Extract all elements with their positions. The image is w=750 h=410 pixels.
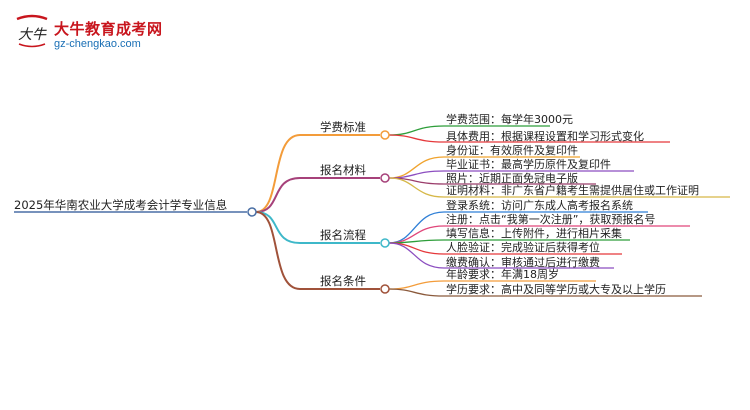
leaf-process-payment: 缴费确认：审核通过后进行缴费 <box>446 256 600 269</box>
logo-url: gz-chengkao.com <box>54 38 141 50</box>
branch-node-materials <box>380 173 390 183</box>
leaf-material-photo: 照片：近期正面免冠电子版 <box>446 172 578 185</box>
link-root-conditions <box>255 211 301 290</box>
branch-process: 报名流程 <box>320 228 366 242</box>
link-root-process <box>255 211 301 244</box>
link-process-login <box>388 211 445 244</box>
leaf-condition-education: 学历要求：高中及同等学历或大专及以上学历 <box>446 283 666 296</box>
leaf-process-login: 登录系统：访问广东成人高考报名系统 <box>446 199 633 212</box>
leaf-process-register: 注册：点击“我第一次注册”，获取预报名号 <box>446 213 656 226</box>
leaf-tuition-detail: 具体费用：根据课程设置和学习形式变化 <box>446 130 644 143</box>
logo-mark-text: 大牛 <box>18 27 47 43</box>
branch-tuition: 学费标准 <box>320 120 366 134</box>
link-material-proof <box>388 177 445 198</box>
link-root-tuition <box>255 134 301 213</box>
site-logo[interactable]: 大牛 大牛教育成考网 gz-chengkao.com <box>14 14 164 54</box>
leaf-material-id: 身份证：有效原件及复印件 <box>446 144 578 157</box>
link-condition-age <box>388 280 445 290</box>
link-process-payment <box>388 242 445 269</box>
mindmap-root: 2025年华南农业大学成考会计学专业信息 <box>14 198 228 212</box>
leaf-process-fill-info: 填写信息：上传附件，进行相片采集 <box>446 227 622 240</box>
branch-node-process <box>380 238 390 248</box>
leaf-condition-age: 年龄要求：年满18周岁 <box>446 268 559 281</box>
branch-conditions: 报名条件 <box>320 274 366 288</box>
link-tuition-detail <box>388 134 445 143</box>
branch-node-conditions <box>380 284 390 294</box>
logo-title: 大牛教育成考网 <box>54 20 163 38</box>
logo-mark-icon: 大牛 <box>16 14 48 48</box>
link-root-materials <box>255 177 301 213</box>
leaf-material-diploma: 毕业证书：最高学历原件及复印件 <box>446 158 611 171</box>
branch-node-tuition <box>380 130 390 140</box>
leaf-process-face-verify: 人脸验证：完成验证后获得考位 <box>446 241 600 254</box>
leaf-material-proof: 证明材料：非广东省户籍考生需提供居住或工作证明 <box>446 184 699 197</box>
leaf-tuition-range: 学费范围：每学年3000元 <box>446 113 573 126</box>
link-tuition-range <box>388 125 445 136</box>
link-condition-education <box>388 288 445 297</box>
link-material-id <box>388 156 445 179</box>
branch-materials: 报名材料 <box>320 163 366 177</box>
root-node <box>247 207 257 217</box>
